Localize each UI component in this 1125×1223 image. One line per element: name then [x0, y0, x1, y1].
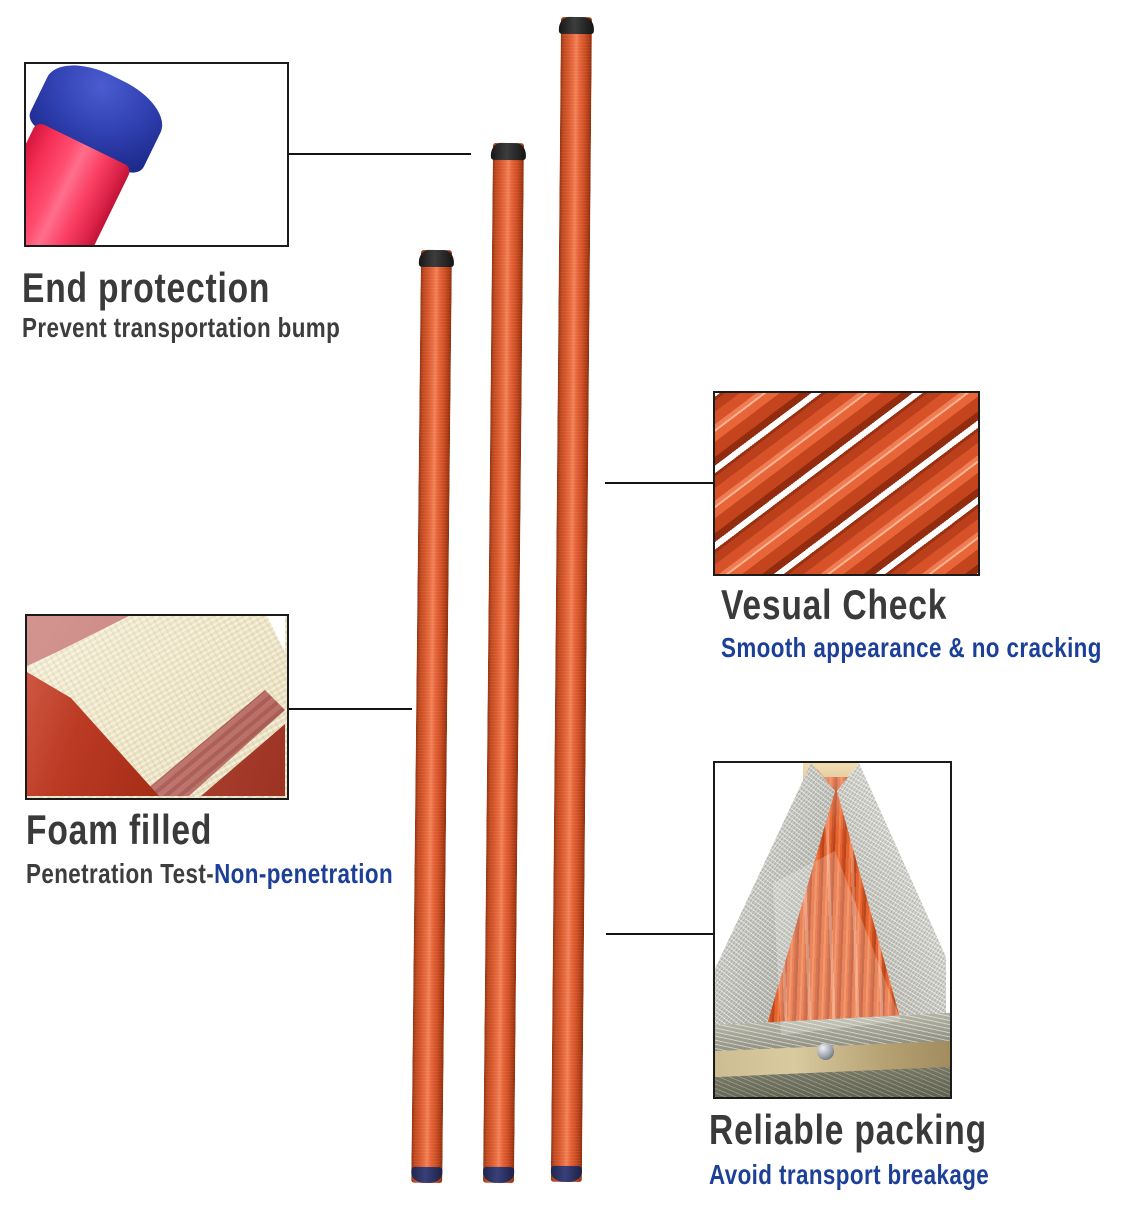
- visual-check-title: Vesual Check: [721, 581, 948, 628]
- reliable-packing-title: Reliable packing: [709, 1106, 987, 1153]
- foam-filled-subtitle: Penetration Test-Non-penetration: [26, 859, 393, 889]
- pole-short: [411, 249, 454, 1184]
- foam-filled-caption: Foam filled Penetration Test-Non-penetra…: [26, 808, 485, 889]
- pole-short-top-cap: [418, 249, 454, 268]
- visual-check-photo: [713, 391, 980, 576]
- reliable-packing-caption: Reliable packing Avoid transport breakag…: [709, 1108, 1059, 1190]
- pole-medium: [483, 142, 526, 1184]
- connector-line-end-protection: [285, 153, 471, 155]
- visual-check-photo-rods: [715, 393, 978, 574]
- pole-medium-bottom-cap: [483, 1166, 515, 1184]
- end-protection-caption: End protection Prevent transportation bu…: [22, 266, 420, 343]
- end-protection-title: End protection: [22, 264, 271, 311]
- connector-line-foam-filled: [285, 708, 412, 710]
- connector-line-visual-check: [605, 482, 714, 484]
- foam-filled-subtitle-accent: Non-penetration: [214, 858, 394, 889]
- reliable-packing-subtitle: Avoid transport breakage: [709, 1159, 990, 1190]
- pole-tall-bottom-cap: [550, 1165, 582, 1183]
- foam-filled-subtitle-plain: Penetration Test-: [26, 858, 215, 889]
- crate-wrap-knob: [817, 1043, 834, 1060]
- visual-check-subtitle: Smooth appearance & no cracking: [721, 632, 1102, 663]
- pole-short-bottom-cap: [411, 1166, 443, 1184]
- pole-medium-top-cap: [490, 142, 526, 161]
- pole-tall-top-cap: [558, 16, 594, 35]
- foam-filled-title: Foam filled: [26, 806, 213, 853]
- visual-check-caption: Vesual Check Smooth appearance & no crac…: [721, 583, 1125, 663]
- foam-filled-photo: [25, 614, 289, 800]
- end-protection-photo: [24, 62, 289, 247]
- connector-line-reliable-packing: [606, 933, 713, 935]
- pole-tall: [550, 16, 594, 1183]
- end-protection-photo-pole: [26, 64, 174, 245]
- reliable-packing-photo: [713, 761, 952, 1099]
- end-protection-subtitle: Prevent transportation bump: [22, 312, 341, 343]
